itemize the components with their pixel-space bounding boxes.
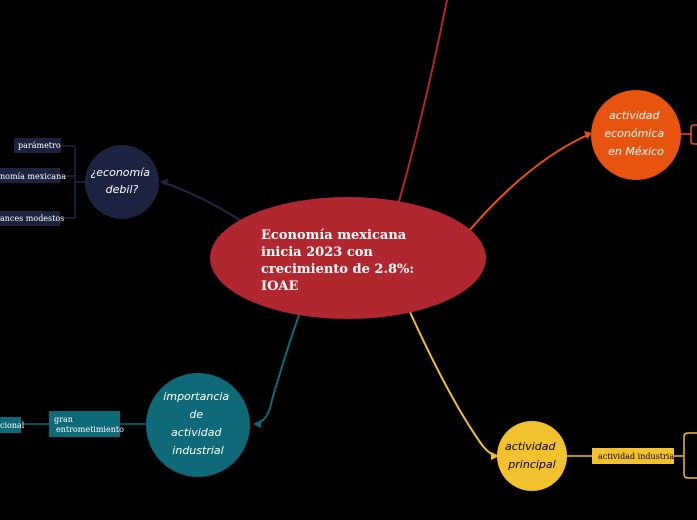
node-importancia-line1: importancia — [163, 390, 229, 403]
connector-economia-debil — [161, 181, 241, 221]
arrow-economia-debil — [160, 178, 168, 186]
node-importancia-line4: industrial — [172, 444, 223, 457]
leaf-actividad-industrial-box — [592, 448, 674, 464]
leaf-gran[interactable]: gran — [54, 415, 73, 424]
node-importancia-line3: actividad — [171, 426, 222, 439]
leaf-economia-mexicana[interactable]: nomía mexicana — [0, 172, 66, 181]
svg-text:importancia de activid: importancia de actividad industrial — [163, 390, 232, 457]
svg-text:¿economía debil?: ¿economía debil? — [90, 166, 153, 196]
arrow-actividad-economica — [584, 131, 592, 139]
node-importancia[interactable] — [146, 373, 250, 477]
node-actividad-principal-line2: principal — [507, 458, 555, 471]
node-actividad-economica-line2: económica — [604, 127, 664, 140]
svg-text:actividad económica en: actividad económica en México — [604, 109, 667, 158]
node-importancia-line2: de — [189, 408, 203, 421]
connector-actividad-principal — [409, 311, 498, 457]
node-actividad-principal-line1: actividad — [505, 440, 556, 453]
svg-text:actividad principal: actividad principal — [505, 440, 559, 471]
leaf-cional-box — [0, 417, 21, 433]
central-topic-line3: crecimiento de 2.8%: — [261, 262, 414, 277]
bracket-economia-debil — [60, 145, 85, 219]
leaf-parametro-box — [14, 138, 61, 153]
partial-box-principal — [683, 432, 697, 479]
leaf-avances-modestos[interactable]: ances modestos — [0, 214, 64, 223]
connector-actividad-economica — [467, 133, 591, 233]
svg-text:Economía mexicana inicia 2: Economía mexicana inicia 2023 con crecim… — [261, 228, 419, 294]
leaf-gran-entrometimiento-box — [49, 411, 120, 437]
leaf-avances-modestos-box — [0, 211, 60, 226]
node-actividad-economica[interactable] — [591, 90, 681, 180]
leaf-parametro[interactable]: parámetro — [18, 141, 61, 150]
central-topic-line2: inicia 2023 con — [261, 245, 373, 260]
node-actividad-economica-line3: en México — [608, 145, 664, 158]
arrow-actividad-principal — [491, 452, 499, 460]
central-topic-line4: IOAE — [261, 279, 298, 294]
partial-box-economica — [690, 124, 697, 145]
central-topic-line1: Economía mexicana — [261, 228, 407, 243]
node-economia-debil-line1: ¿economía — [90, 166, 150, 179]
node-economia-debil[interactable] — [85, 145, 159, 219]
leaf-entrometimiento[interactable]: entrometimiento — [56, 425, 124, 434]
connector-top — [397, 0, 448, 206]
leaf-cional[interactable]: cional — [0, 421, 25, 430]
node-actividad-economica-line1: actividad — [609, 109, 660, 122]
central-topic[interactable] — [210, 197, 486, 319]
node-actividad-principal[interactable] — [497, 421, 567, 491]
connector-importancia — [254, 311, 301, 425]
arrow-importancia — [253, 420, 261, 428]
leaf-actividad-industrial[interactable]: actividad industrial — [598, 452, 677, 461]
leaf-economia-mexicana-box — [0, 168, 60, 183]
node-economia-debil-line2: debil? — [106, 183, 139, 196]
